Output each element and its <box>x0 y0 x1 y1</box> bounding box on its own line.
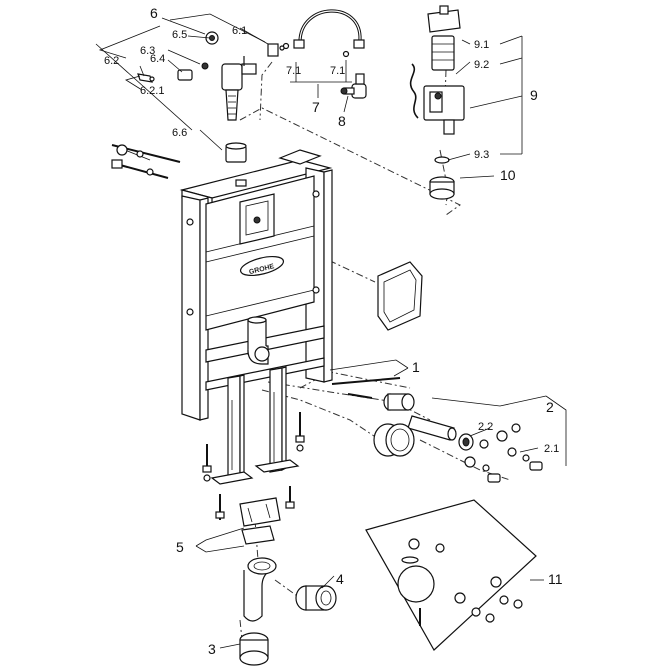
label-7-1-right: 7.1 <box>330 65 345 77</box>
label-6-3: 6.3 <box>140 45 155 57</box>
label-2-1: 2.1 <box>544 443 559 455</box>
label-5: 5 <box>176 539 184 555</box>
label-2: 2 <box>546 399 554 415</box>
label-2-2: 2.2 <box>478 421 493 433</box>
pipe-clamp <box>239 497 281 545</box>
fill-valve-assembly <box>137 31 279 163</box>
label-6-4: 6.4 <box>150 53 165 65</box>
floor-bolts <box>202 412 305 520</box>
label-9: 9 <box>530 87 538 103</box>
label-9-3: 9.3 <box>474 149 489 161</box>
label-9-1: 9.1 <box>474 39 489 51</box>
installation-frame: GROHE <box>119 147 333 485</box>
leader-lines <box>95 13 567 649</box>
label-6-6: 6.6 <box>172 127 187 139</box>
label-8: 8 <box>338 113 346 129</box>
waste-connection-parts <box>331 377 543 483</box>
sound-insulation-plate <box>365 499 537 651</box>
flexible-hose <box>279 9 365 58</box>
label-10: 10 <box>500 167 516 183</box>
label-6-5: 6.5 <box>172 29 187 41</box>
label-4: 4 <box>336 571 344 587</box>
wall-fixing-rods <box>111 144 181 179</box>
label-3: 3 <box>208 641 216 657</box>
label-9-2: 9.2 <box>474 59 489 71</box>
label-6-2: 6.2 <box>104 55 119 67</box>
label-6-1: 6.1 <box>232 25 247 37</box>
label-1: 1 <box>412 359 420 375</box>
inspection-cover <box>377 261 423 331</box>
flush-valve-assembly <box>409 5 465 200</box>
label-7: 7 <box>312 99 320 115</box>
angle-valve <box>340 73 367 99</box>
label-11: 11 <box>548 571 563 587</box>
pan-connector <box>295 585 337 611</box>
label-6: 6 <box>150 5 158 21</box>
waste-elbow <box>239 557 277 666</box>
part-labels: 6 6.5 6.1 6.3 6.4 6.2 6.2.1 6.6 7.1 7.1 … <box>104 5 563 657</box>
label-6-2-1: 6.2.1 <box>140 85 164 97</box>
label-7-1-left: 7.1 <box>286 65 301 77</box>
